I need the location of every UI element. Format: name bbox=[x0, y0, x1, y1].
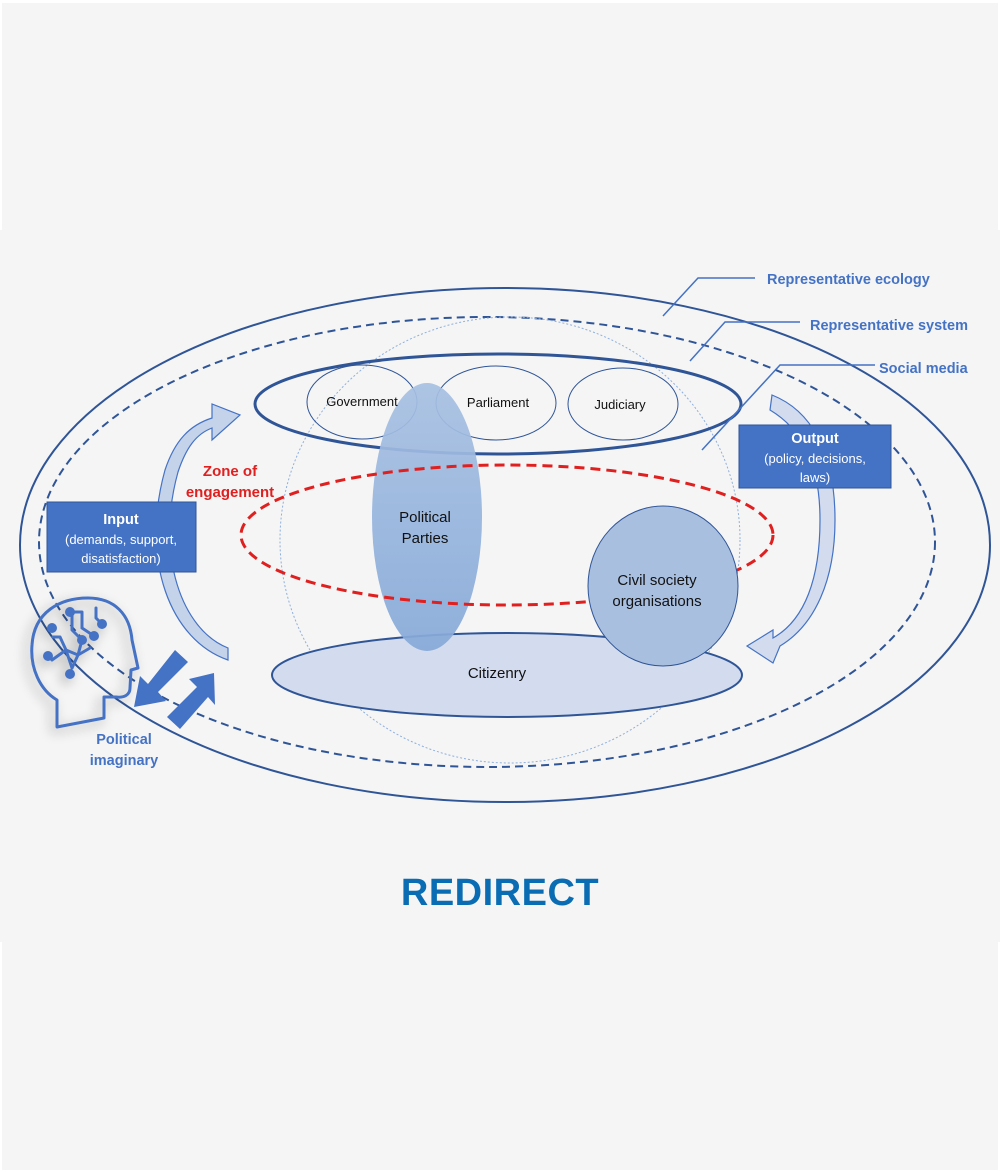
civil-society-label-line2: organisations bbox=[612, 593, 701, 610]
civil-society-label-line1: Civil society bbox=[617, 572, 697, 589]
output-box-line1: (policy, decisions, bbox=[764, 451, 866, 466]
ai-head-circuit-icon bbox=[30, 596, 140, 729]
leader-line-ecology bbox=[662, 277, 755, 317]
leader-line-social-media bbox=[701, 364, 875, 451]
political-parties-label-line2: Parties bbox=[402, 530, 449, 547]
bidirectional-arrows-icon bbox=[134, 650, 215, 729]
civil-society-circle bbox=[587, 505, 739, 667]
input-box-line1: (demands, support, bbox=[65, 532, 177, 547]
brand-wordmark: REDIRECT bbox=[400, 872, 600, 914]
social-media-sphere bbox=[279, 316, 741, 764]
input-box-title: Input bbox=[103, 512, 139, 528]
citizenry-label: Citizenry bbox=[468, 665, 527, 682]
zone-of-engagement-label-line1: Zone of bbox=[203, 463, 258, 480]
output-box-title: Output bbox=[791, 431, 839, 447]
zone-of-engagement-ellipse bbox=[239, 463, 775, 607]
parliament-label: Parliament bbox=[467, 395, 530, 410]
bottom-blank-panel bbox=[2, 942, 998, 1170]
top-blank-panel bbox=[2, 3, 998, 231]
judiciary-ellipse bbox=[567, 367, 679, 441]
political-parties-label-line1: Political bbox=[399, 509, 451, 526]
political-imaginary-label-line1: Political bbox=[96, 732, 152, 748]
leader-lines bbox=[662, 277, 875, 451]
political-imaginary-label-line2: imaginary bbox=[90, 753, 159, 769]
representative-ecology-label: Representative ecology bbox=[767, 272, 930, 288]
representative-ecology-ellipse bbox=[19, 287, 991, 803]
judiciary-label: Judiciary bbox=[594, 397, 646, 412]
institutions-ellipse bbox=[253, 352, 743, 456]
zone-of-engagement-label-line2: engagement bbox=[186, 484, 274, 501]
input-box: Input (demands, support, disatisfaction) bbox=[46, 501, 197, 573]
social-media-label: Social media bbox=[879, 361, 969, 377]
output-box: Output (policy, decisions, laws) bbox=[738, 424, 892, 489]
input-box-line2: disatisfaction) bbox=[81, 551, 160, 566]
government-label: Government bbox=[326, 394, 398, 409]
input-arrow-icon bbox=[155, 403, 242, 661]
output-box-line2: laws) bbox=[800, 470, 830, 485]
leader-line-system bbox=[689, 321, 800, 362]
arrow-toward-imaginary bbox=[134, 650, 188, 707]
representative-system-label: Representative system bbox=[810, 318, 968, 334]
arrow-toward-system bbox=[167, 673, 215, 729]
representative-system-ellipse bbox=[38, 316, 936, 768]
political-parties-ellipse bbox=[372, 383, 482, 651]
